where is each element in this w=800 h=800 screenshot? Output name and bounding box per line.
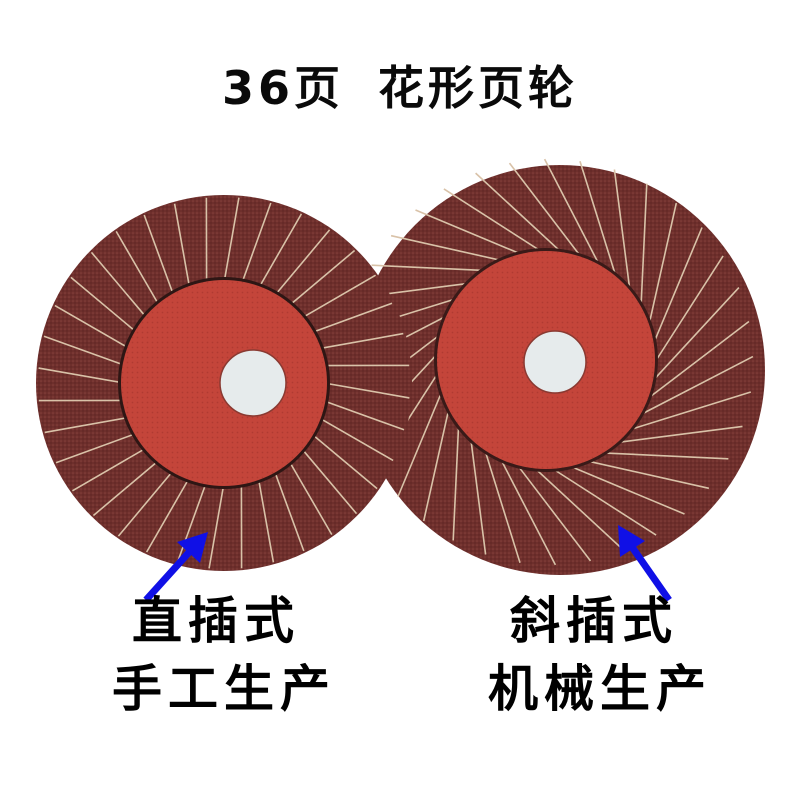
center-hole-right [523, 330, 587, 394]
label-left-production: 手工生产 [112, 660, 336, 718]
label-left-type: 直插式 [132, 592, 300, 650]
label-right-production: 机械生产 [488, 660, 712, 718]
disc-right [346, 158, 765, 575]
title-count: 36页 [221, 61, 344, 115]
page-title: 36页花形页轮 [0, 52, 800, 118]
arrow-right-icon [618, 525, 672, 603]
title-product: 花形页轮 [378, 61, 578, 115]
arrow-left-icon [143, 532, 208, 603]
label-right-type: 斜插式 [510, 592, 678, 650]
center-hole-left [219, 349, 287, 417]
disc-left [36, 195, 412, 571]
